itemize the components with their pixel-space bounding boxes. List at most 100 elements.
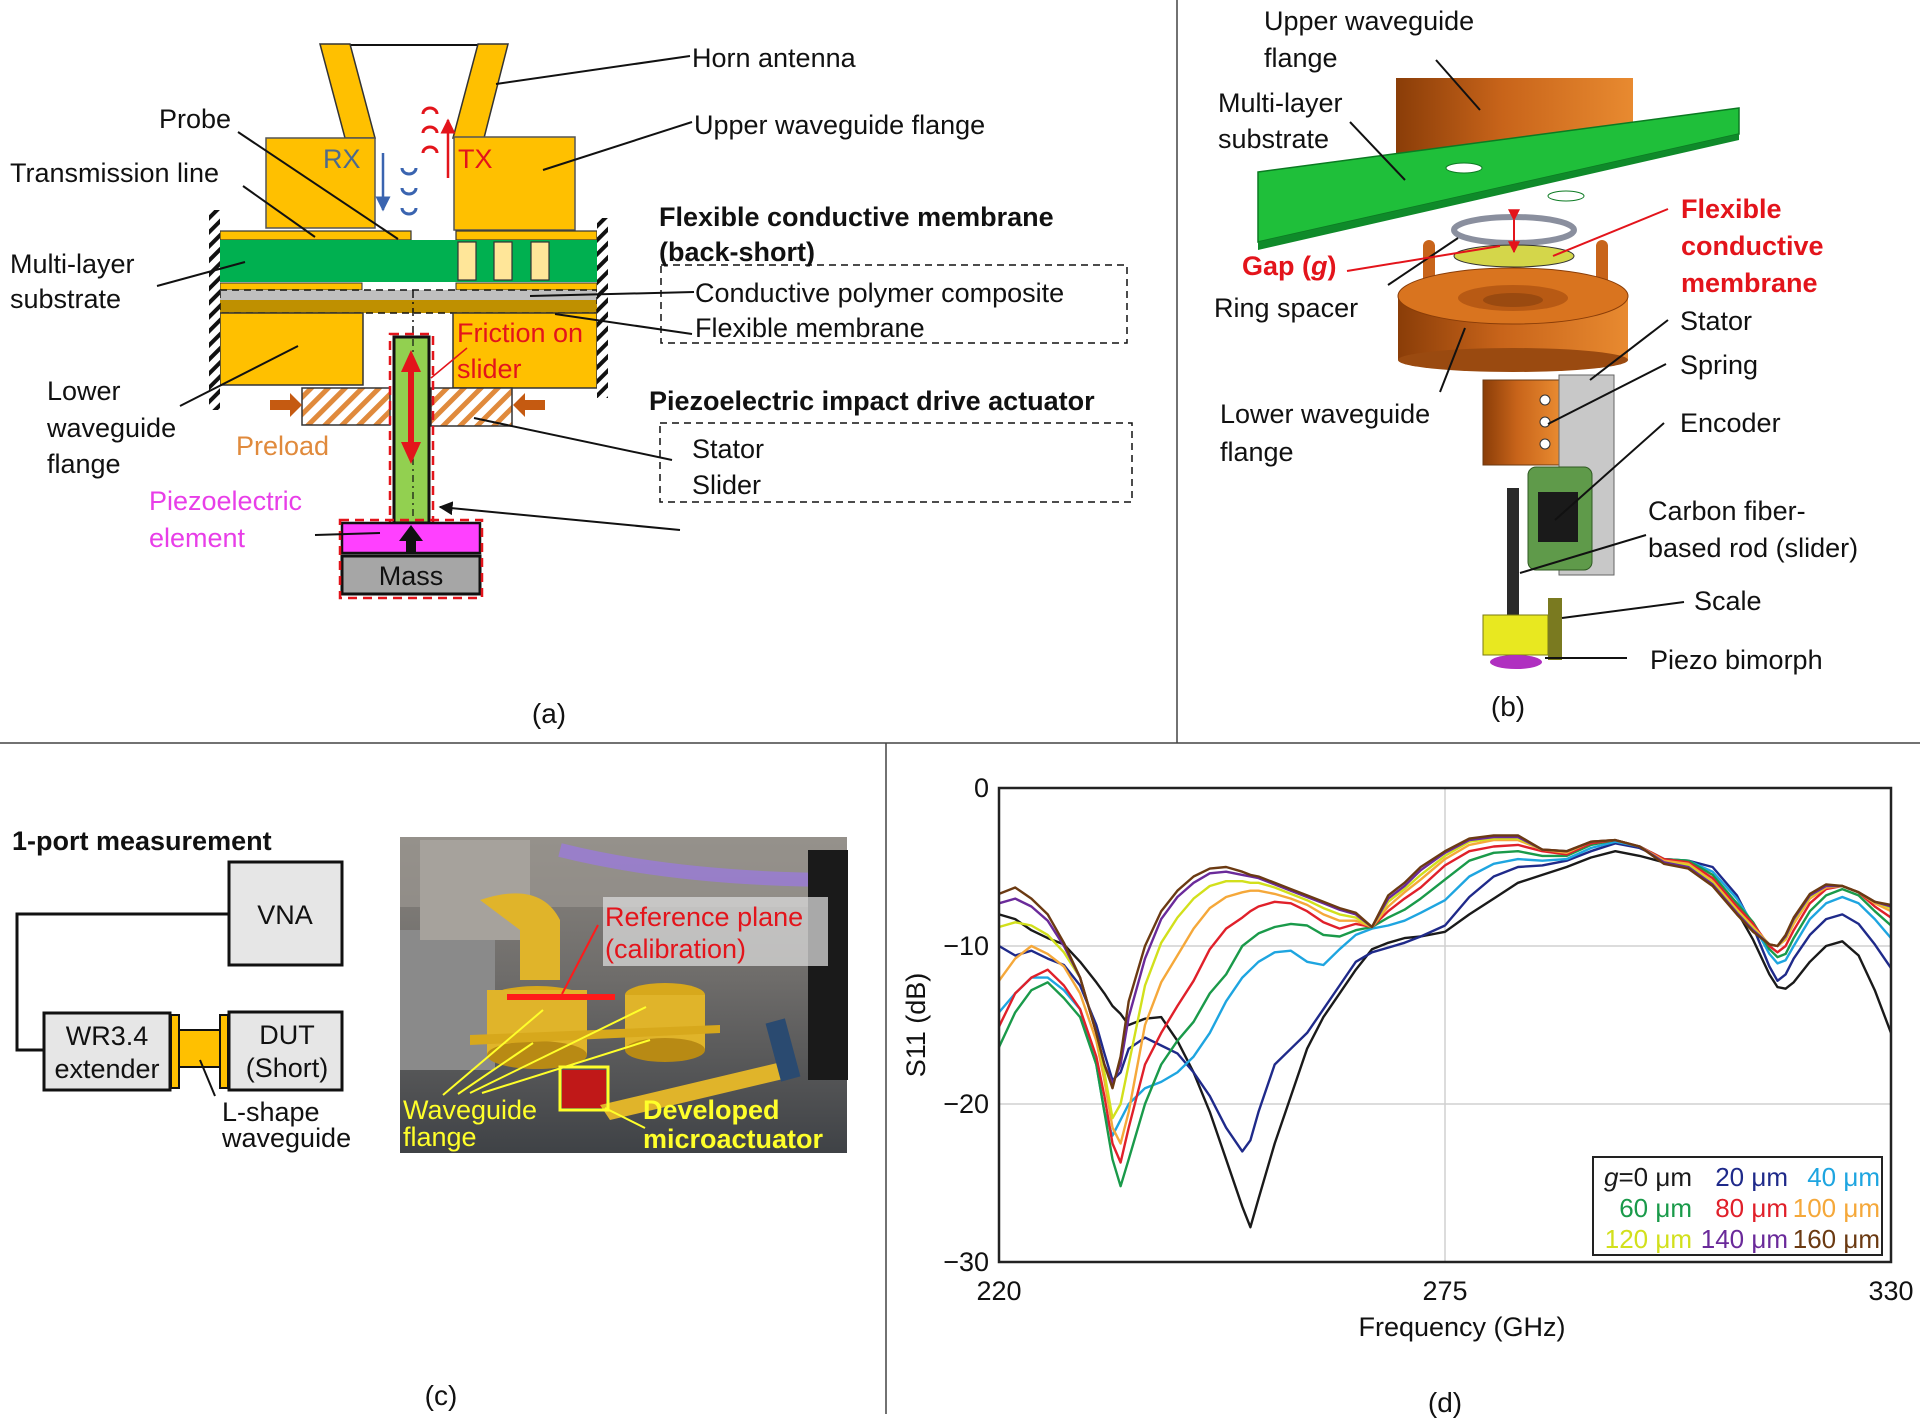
x-tick-label: 220 — [976, 1276, 1021, 1306]
series-line-2 — [998, 840, 1892, 1137]
photo-label-flange-1: Waveguide — [403, 1095, 537, 1125]
label-horn-antenna: Horn antenna — [692, 43, 857, 73]
photo-label-flange-2: flange — [403, 1122, 477, 1152]
dut-box — [227, 1010, 344, 1092]
legend-entry: 40 μm — [1807, 1162, 1880, 1192]
series-line-8 — [998, 834, 1892, 1090]
tx-wave-icon — [421, 106, 456, 178]
panel-b: Upper waveguide flange Multi-layer subst… — [1214, 6, 1858, 722]
label-b-bimorph: Piezo bimorph — [1650, 645, 1823, 675]
microactuator-highlight-box — [558, 1065, 610, 1112]
via — [493, 241, 513, 281]
label-b-rod-2: based rod (slider) — [1648, 533, 1858, 563]
panel-label-a: (a) — [532, 698, 566, 729]
label-b-upper-flange-1: Upper waveguide — [1264, 6, 1474, 36]
label-probe: Probe — [159, 104, 231, 134]
label-mass: Mass — [379, 561, 444, 591]
label-waveguide-1: L-shape — [222, 1097, 320, 1127]
rx-wave-icon — [375, 153, 418, 216]
preload-arrow-right-icon — [513, 393, 545, 417]
chart-series — [997, 834, 1893, 1229]
heading-1port: 1-port measurement — [12, 826, 272, 856]
label-b-membrane-1: Flexible — [1681, 194, 1782, 224]
photo-label-reference-2: (calibration) — [605, 934, 746, 964]
series-line-0 — [998, 850, 1893, 1229]
label-lower-flange-1: Lower — [47, 376, 121, 406]
label-b-encoder: Encoder — [1680, 408, 1781, 438]
y-axis-label: S11 (dB) — [901, 973, 931, 1078]
label-piezo-1: Piezoelectric — [149, 486, 302, 516]
flange-right — [219, 1014, 229, 1089]
label-extender-1: WR3.4 — [66, 1021, 149, 1051]
panel-label-d: (d) — [1428, 1387, 1462, 1418]
label-b-lower-flange-1: Lower waveguide — [1220, 399, 1430, 429]
label-flexible-membrane: Flexible membrane — [695, 313, 925, 343]
legend-entry: 60 μm — [1619, 1193, 1692, 1223]
label-b-substrate-2: substrate — [1218, 124, 1329, 154]
preload-arrow-left-icon — [270, 393, 302, 417]
slider-motion-arrow-icon — [401, 350, 421, 464]
label-substrate-2: substrate — [10, 284, 121, 314]
label-extender-2: extender — [54, 1054, 159, 1084]
panel-label-b: (b) — [1491, 691, 1525, 722]
legend-entry: 100 μm — [1793, 1193, 1880, 1223]
piezo-bimorph-3d — [1490, 655, 1542, 669]
legend-entry: 160 μm — [1793, 1224, 1880, 1254]
label-b-ring-spacer: Ring spacer — [1214, 293, 1358, 323]
bottom-metal-right — [455, 282, 598, 291]
bottom-metal-left — [219, 282, 363, 291]
label-upper-flange: Upper waveguide flange — [694, 110, 985, 140]
scale-block-3d — [1482, 614, 1549, 656]
panel-label-c: (c) — [425, 1380, 458, 1411]
label-b-upper-flange-2: flange — [1264, 43, 1338, 73]
y-tick-label: 0 — [974, 773, 989, 803]
lower-flange-3d — [1397, 267, 1629, 372]
x-tick-label: 275 — [1422, 1276, 1467, 1306]
tx-label: TX — [458, 144, 493, 174]
heading-actuator: Piezoelectric impact drive actuator — [649, 386, 1095, 416]
top-metal-right — [455, 230, 598, 241]
label-stator: Stator — [692, 434, 764, 464]
rx-label: RX — [323, 144, 361, 174]
series-line-1 — [998, 842, 1892, 1153]
y-tick-label: −10 — [943, 931, 989, 961]
membrane-legend-box — [660, 264, 1128, 344]
label-friction-1: Friction on — [457, 318, 583, 348]
label-b-scale: Scale — [1694, 586, 1762, 616]
legend-entry: 20 μm — [1715, 1162, 1788, 1192]
label-substrate-1: Multi-layer — [10, 249, 135, 279]
label-vna: VNA — [257, 900, 313, 930]
panel-c: 1-port measurement VNA WR3.4 extender DU… — [12, 826, 848, 1411]
extender-box — [42, 1011, 172, 1092]
label-transmission-line: Transmission line — [10, 158, 219, 188]
actuator-legend-box — [659, 422, 1133, 503]
panel-a: RX TX Horn antenna Upper waveguide flang… — [10, 43, 1133, 729]
label-b-membrane-2: conductive — [1681, 231, 1824, 261]
heading-membrane-1: Flexible conductive membrane — [659, 202, 1054, 232]
l-shape-waveguide — [178, 1029, 221, 1068]
via — [457, 241, 477, 281]
photo-label-actuator-1: Developed — [643, 1095, 780, 1125]
stator-right — [430, 387, 513, 427]
upper-flange-right — [453, 136, 576, 231]
y-tick-label: −20 — [943, 1089, 989, 1119]
setup-photo — [400, 837, 848, 1153]
horn-antenna — [319, 43, 509, 139]
mass-block — [340, 554, 482, 596]
label-b-lower-flange-2: flange — [1220, 437, 1294, 467]
vna-cable — [15, 912, 229, 1052]
piezo-push-arrow-icon — [399, 525, 423, 554]
legend-entry: 80 μm — [1715, 1193, 1788, 1223]
transmission-line — [219, 230, 412, 241]
x-tick-label: 330 — [1868, 1276, 1913, 1306]
upper-flange-left — [265, 137, 376, 229]
photo-label-reference-1: Reference plane — [605, 902, 803, 932]
photo-label-actuator-2: microactuator — [643, 1124, 824, 1154]
label-dut-2: (Short) — [246, 1053, 329, 1083]
label-waveguide-2: waveguide — [221, 1123, 351, 1153]
label-preload: Preload — [236, 431, 329, 461]
plot-frame — [997, 786, 1893, 1264]
